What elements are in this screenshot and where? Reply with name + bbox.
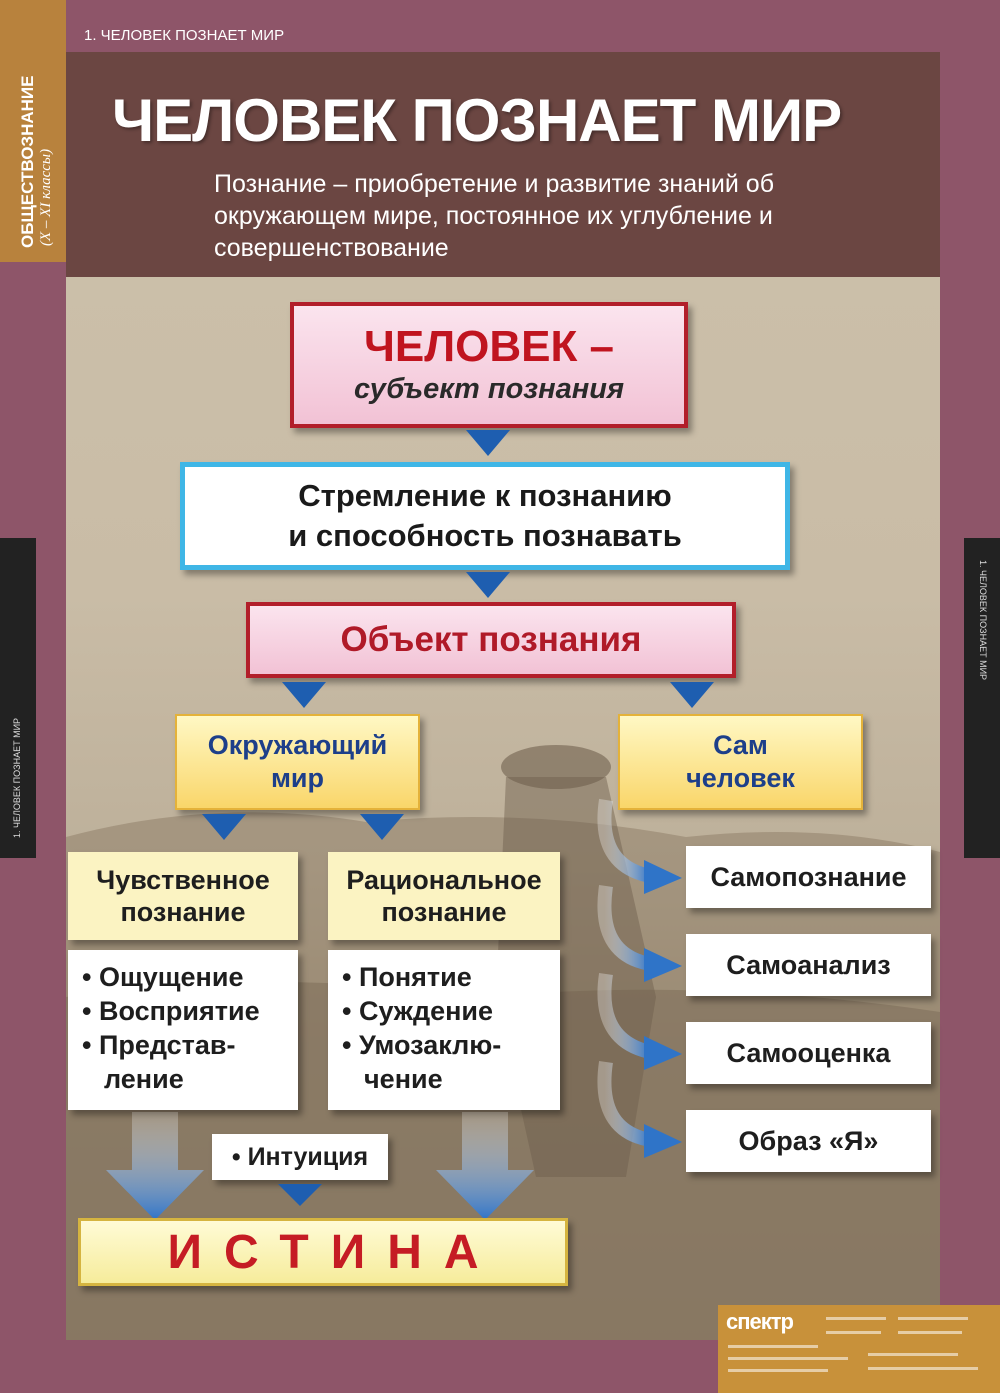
subject-box: ЧЕЛОВЕК – субъект познания — [290, 302, 688, 428]
poster-number-label: 1. ЧЕЛОВЕК ПОЗНАЕТ МИР — [84, 27, 285, 44]
big-arrow-down-icon — [436, 1112, 534, 1220]
rational-line1: Рациональное — [346, 865, 542, 895]
list-item: • Восприятие — [82, 996, 260, 1026]
self-item-box: Самооценка — [686, 1022, 931, 1084]
list-item: • Понятие — [342, 962, 472, 992]
sensory-list: • Ощущение • Восприятие • Представ- лени… — [68, 950, 298, 1110]
rational-list: • Понятие • Суждение • Умозаклю- чение — [328, 950, 560, 1110]
arrow-down-icon — [202, 814, 246, 840]
self-line1: Сам — [713, 730, 768, 760]
world-line2: мир — [270, 763, 325, 793]
object-box: Объект познания — [246, 602, 736, 678]
subject-title: ЧЕЛОВЕК – — [363, 322, 615, 371]
publisher-block: спектр — [718, 1305, 1000, 1393]
curved-arrow-icon — [597, 1060, 652, 1147]
arrow-down-icon — [278, 1184, 322, 1206]
arrowhead-icon — [644, 860, 682, 894]
curved-arrow-icon — [597, 798, 652, 883]
self-item-label: Самооценка — [726, 1037, 891, 1068]
world-box: Окружающий мир — [175, 714, 420, 810]
list-item: • Суждение — [342, 996, 494, 1026]
grades-label: (X – XI классы) — [38, 148, 54, 246]
list-item: • Ощущение — [82, 962, 244, 992]
left-side-label-bar: 1. ЧЕЛОВЕК ПОЗНАЕТ МИР — [0, 538, 36, 858]
list-item: ление — [104, 1064, 184, 1094]
sensory-line1: Чувственное — [96, 865, 270, 895]
self-item-box: Образ «Я» — [686, 1110, 931, 1172]
arrow-down-icon — [282, 682, 326, 708]
truth-label: ИСТИНА — [167, 1225, 501, 1279]
big-arrow-down-icon — [106, 1112, 204, 1220]
curved-arrow-icon — [597, 972, 652, 1059]
rational-line2: познание — [381, 897, 507, 927]
right-side-label: 1. ЧЕЛОВЕК ПОЗНАЕТ МИР — [978, 560, 988, 681]
left-side-label: 1. ЧЕЛОВЕК ПОЗНАЕТ МИР — [12, 717, 22, 838]
intuition-box: • Интуиция — [212, 1134, 388, 1180]
self-item-box: Самопознание — [686, 846, 931, 908]
rational-box: Рациональное познание — [328, 852, 560, 940]
arrow-down-icon — [670, 682, 714, 708]
page-title: ЧЕЛОВЕК ПОЗНАЕТ МИР — [112, 87, 842, 154]
sensory-box: Чувственное познание — [68, 852, 298, 940]
self-line2: человек — [686, 763, 795, 793]
self-box: Сам человек — [618, 714, 863, 810]
arrow-down-icon — [466, 430, 510, 456]
list-item: • Представ- — [82, 1030, 236, 1060]
arrow-down-icon — [466, 572, 510, 598]
self-item-label: Самопознание — [710, 861, 907, 892]
header-panel — [66, 52, 940, 277]
arrow-down-icon — [360, 814, 404, 840]
world-line1: Окружающий — [207, 730, 388, 760]
arrowhead-icon — [644, 1124, 682, 1158]
self-item-label: Самоанализ — [726, 949, 891, 980]
self-item-box: Самоанализ — [686, 934, 931, 996]
arrowhead-icon — [644, 1036, 682, 1070]
aspiration-line2: и способность познавать — [288, 518, 682, 553]
subject-subtitle: субъект познания — [353, 373, 625, 405]
curved-arrows — [597, 798, 682, 1158]
arrowhead-icon — [644, 948, 682, 982]
top-strip: 1. ЧЕЛОВЕК ПОЗНАЕТ МИР — [66, 24, 1000, 52]
sensory-line2: познание — [120, 897, 246, 927]
definition-text: Познание – приобретение и развитие знани… — [214, 170, 775, 262]
aspiration-box: Стремление к познанию и способность позн… — [180, 462, 790, 570]
list-item: чение — [364, 1064, 443, 1094]
list-item: • Умозаклю- — [342, 1030, 502, 1060]
aspiration-line1: Стремление к познанию — [298, 478, 672, 513]
self-item-label: Образ «Я» — [738, 1125, 879, 1156]
publisher-logo: спектр — [726, 1309, 794, 1334]
truth-box: ИСТИНА — [78, 1218, 568, 1286]
object-label: Объект познания — [340, 620, 642, 659]
intuition-label: • Интуиция — [231, 1142, 369, 1171]
right-side-label-bar: 1. ЧЕЛОВЕК ПОЗНАЕТ МИР — [964, 538, 1000, 858]
subject-label: ОБЩЕСТВОЗНАНИЕ — [18, 75, 37, 248]
curved-arrow-icon — [597, 884, 652, 971]
subject-tab: ОБЩЕСТВОЗНАНИЕ (X – XI классы) — [0, 0, 66, 262]
